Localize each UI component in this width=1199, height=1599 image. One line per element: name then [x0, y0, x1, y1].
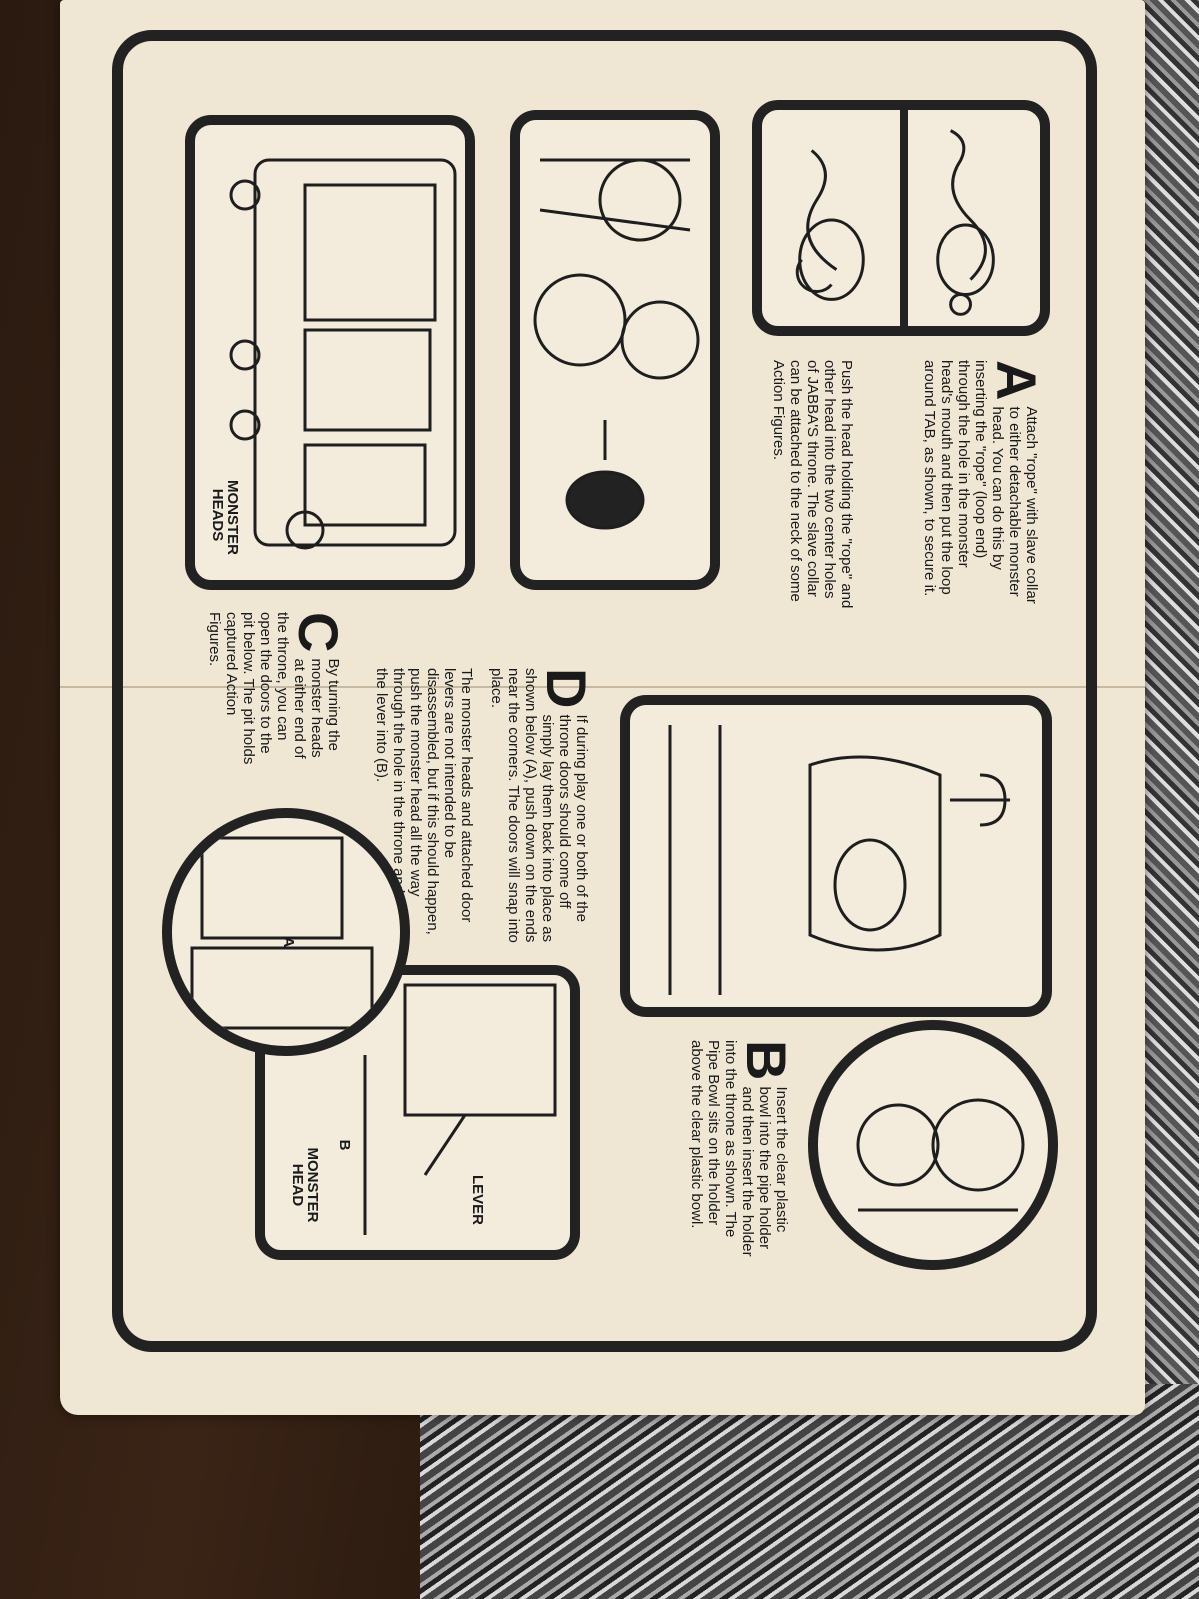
step-a-text-block: A Attach "rope" with slave collar to eit… — [921, 360, 1048, 610]
step-a-throne-panel — [510, 110, 720, 590]
pipe-holder-illustration — [668, 725, 1010, 995]
step-b-letter: B — [735, 1040, 798, 1081]
step-d-letter: D — [535, 668, 598, 709]
step-d-text: If during play one or both of the throne… — [488, 668, 590, 943]
step-b-pipe-holder-panel — [620, 695, 1052, 1017]
panel-divider — [900, 110, 908, 326]
step-a-text-2: Push the head holding the "rope" and oth… — [770, 360, 855, 609]
step-a-letter: A — [985, 360, 1048, 401]
rope-collar-illustration — [795, 129, 995, 316]
bowl-on-holder-illustration — [856, 1098, 1025, 1212]
head-into-throne-illustration — [533, 158, 700, 530]
step-d-door-circle — [162, 808, 410, 1056]
step-a-illustration-panel — [752, 100, 1050, 336]
step-c-text-block: C By turning the monster heads at either… — [206, 612, 350, 772]
monster-heads-label: MONSTER HEADS — [209, 480, 241, 555]
marker-b-label: B — [336, 1139, 353, 1151]
rug-bottom — [420, 1384, 1199, 1599]
lever-label: LEVER — [469, 1174, 486, 1225]
marker-a-label: A — [280, 936, 297, 948]
monster-head-label: MONSTER HEAD — [289, 1147, 321, 1223]
paper-fold — [60, 686, 1145, 688]
step-d-text-block: D If during play one or both of the thro… — [488, 668, 598, 948]
step-b-bowl-circle — [808, 1020, 1058, 1270]
step-c-letter: C — [287, 612, 350, 653]
throne-doors-illustration — [229, 158, 457, 550]
sheet-border — [112, 30, 1097, 1352]
door-snap-illustration — [190, 836, 374, 1030]
step-b-text-block: B Insert the clear plastic bowl into the… — [688, 1040, 798, 1260]
throne-top-view-panel — [185, 115, 475, 590]
